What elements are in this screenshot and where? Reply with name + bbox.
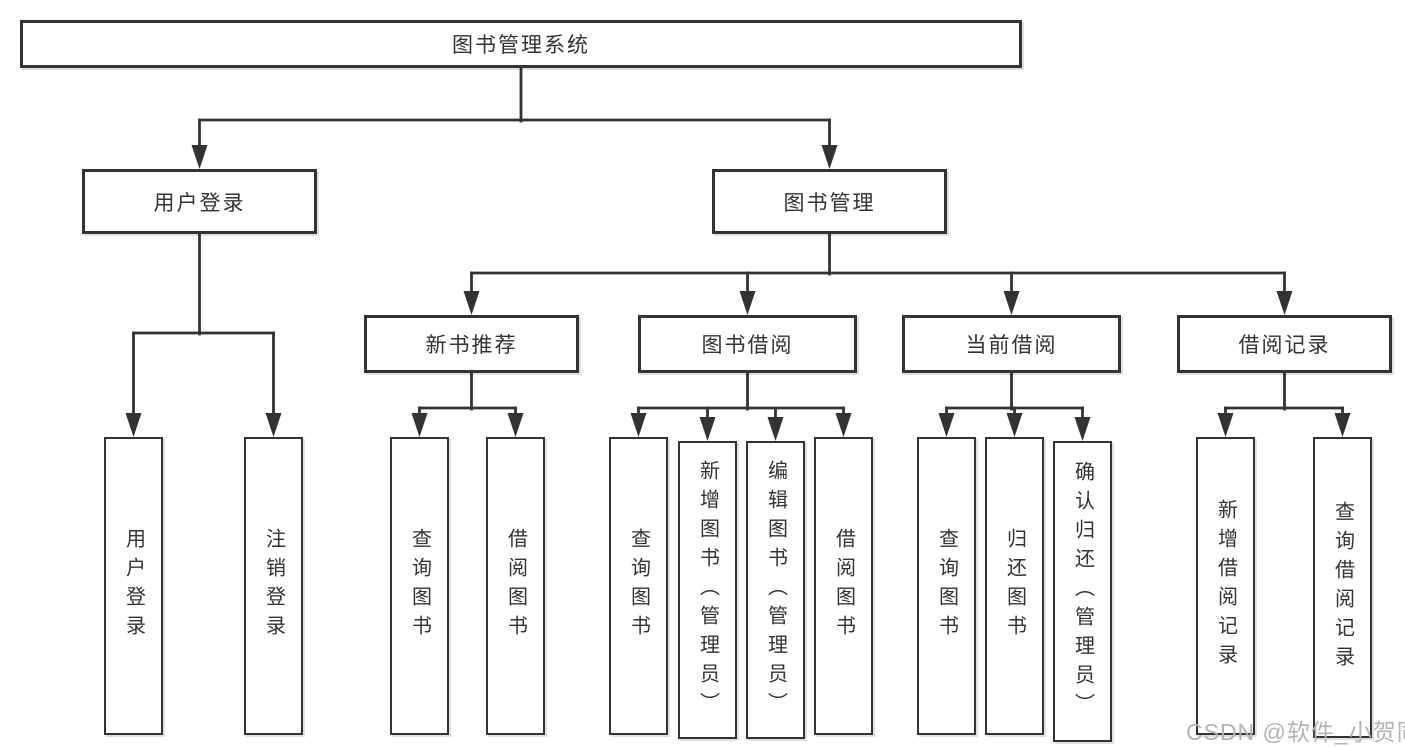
node-user-login: 用户登录 xyxy=(82,169,317,234)
node-book-management: 图书管理 xyxy=(712,169,947,234)
leaf-borrow-books-borrowing: 借阅图书 xyxy=(814,437,873,735)
leaf-label: 用户登录 xyxy=(122,528,145,644)
node-label: 用户登录 xyxy=(153,191,246,215)
leaf-label: 编辑图书（管理员） xyxy=(764,459,787,721)
node-borrowing-records: 借阅记录 xyxy=(1177,315,1392,373)
node-label: 图书借阅 xyxy=(701,334,794,357)
leaf-label: 归还图书 xyxy=(1003,528,1026,644)
node-label: 借阅记录 xyxy=(1238,334,1331,357)
leaf-query-books-current: 查询图书 xyxy=(917,437,976,735)
connector-current-borrowing-to-leaves xyxy=(938,371,1091,441)
leaf-label: 查询图书 xyxy=(935,528,958,644)
node-book-borrowing: 图书借阅 xyxy=(638,315,857,373)
leaf-query-borrow-record: 查询借阅记录 xyxy=(1313,437,1372,738)
connector-book-management-to-level2 xyxy=(463,232,1293,315)
leaf-user-login: 用户登录 xyxy=(104,437,163,735)
node-current-borrowing: 当前借阅 xyxy=(902,315,1121,373)
node-new-book-recommendation: 新书推荐 xyxy=(364,315,579,373)
leaf-edit-book-admin: 编辑图书（管理员） xyxy=(746,441,805,739)
leaf-query-books-recommendation: 查询图书 xyxy=(390,437,449,735)
leaf-label: 注销登录 xyxy=(262,528,285,644)
leaf-add-borrow-record: 新增借阅记录 xyxy=(1196,437,1255,735)
leaf-label: 查询图书 xyxy=(408,528,431,644)
connector-new-book-recommendation-to-leaves xyxy=(411,371,524,437)
leaf-label: 借阅图书 xyxy=(832,528,855,644)
connector-user-login-to-leaves xyxy=(125,232,282,437)
leaf-return-book: 归还图书 xyxy=(985,437,1044,735)
node-label: 图书管理 xyxy=(783,191,876,215)
leaf-confirm-return-admin: 确认归还（管理员） xyxy=(1053,441,1112,742)
leaf-label: 查询借阅记录 xyxy=(1331,500,1354,675)
leaf-label: 新增借阅记录 xyxy=(1214,499,1237,673)
leaf-query-books-borrowing: 查询图书 xyxy=(609,437,668,735)
node-library-management-system: 图书管理系统 xyxy=(20,20,1022,68)
leaf-borrow-books-recommendation: 借阅图书 xyxy=(486,437,545,735)
csdn-watermark: CSDN @软件_小贺同学 xyxy=(1186,719,1405,745)
leaf-label: 借阅图书 xyxy=(504,528,527,644)
node-label: 新书推荐 xyxy=(425,334,518,357)
leaf-label: 新增图书（管理员） xyxy=(696,459,719,721)
node-label: 当前借阅 xyxy=(965,334,1058,357)
leaf-add-book-admin: 新增图书（管理员） xyxy=(678,441,737,739)
leaf-logout: 注销登录 xyxy=(244,437,303,735)
connector-root-to-level1 xyxy=(191,66,838,169)
node-label: 图书管理系统 xyxy=(452,34,590,57)
leaf-label: 查询图书 xyxy=(627,528,650,644)
connector-borrowing-records-to-leaves xyxy=(1217,371,1351,437)
leaf-label: 确认归还（管理员） xyxy=(1071,461,1094,722)
connector-book-borrowing-to-leaves xyxy=(630,371,852,441)
